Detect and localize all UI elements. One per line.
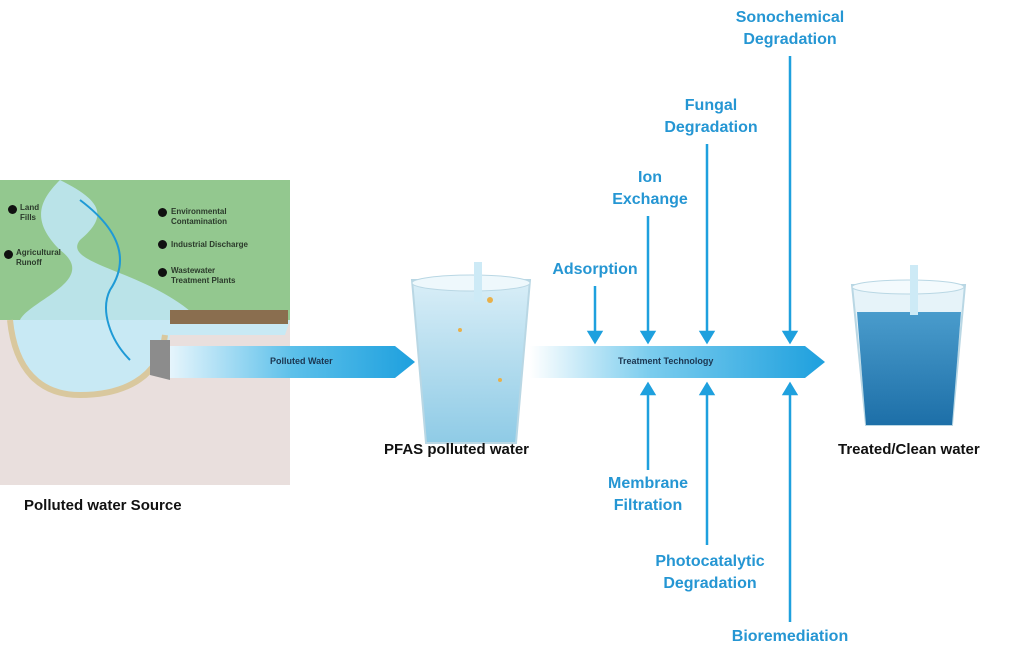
polluted-water-source-illustration [0,180,290,485]
clean-glass-caption: Treated/Clean water [838,441,980,458]
source-agricultural-runoff: Agricultural Runoff [16,248,61,267]
tech-membrane-filtration: Membrane Filtration [607,475,689,514]
bullet-icon [8,205,17,214]
bullet-icon [4,250,13,259]
polluted-water-label: Polluted Water [270,356,333,366]
bullet-icon [158,208,167,217]
treatment-technology-arrow [530,346,825,378]
polluted-water-arrow [170,346,415,378]
source-environmental-contamination: Environmental Contamination [171,207,227,226]
clean-water-glass [850,265,967,426]
tech-sonochemical-degradation: Sonochemical Degradation [735,9,845,48]
bullet-icon [158,268,167,277]
source-landfills: Land Fills [20,203,40,222]
source-industrial-discharge: Industrial Discharge [171,240,248,249]
tech-photocatalytic-degradation: Photocatalytic Degradation [655,553,765,592]
source-wastewater-plants: Wastewater Treatment Plants [171,266,236,285]
source-caption: Polluted water Source [24,497,182,514]
tech-fungal-degradation: Fungal Degradation [664,97,758,136]
tech-bioremediation: Bioremediation [731,628,849,645]
bullet-icon [158,240,167,249]
tech-ion-exchange: Ion Exchange [612,169,688,208]
treatment-technology-label: Treatment Technology [618,356,714,366]
tech-adsorption: Adsorption [552,261,638,278]
polluted-water-glass [410,262,532,444]
technology-arrows [586,56,799,622]
polluted-glass-caption: PFAS polluted water [384,441,530,458]
